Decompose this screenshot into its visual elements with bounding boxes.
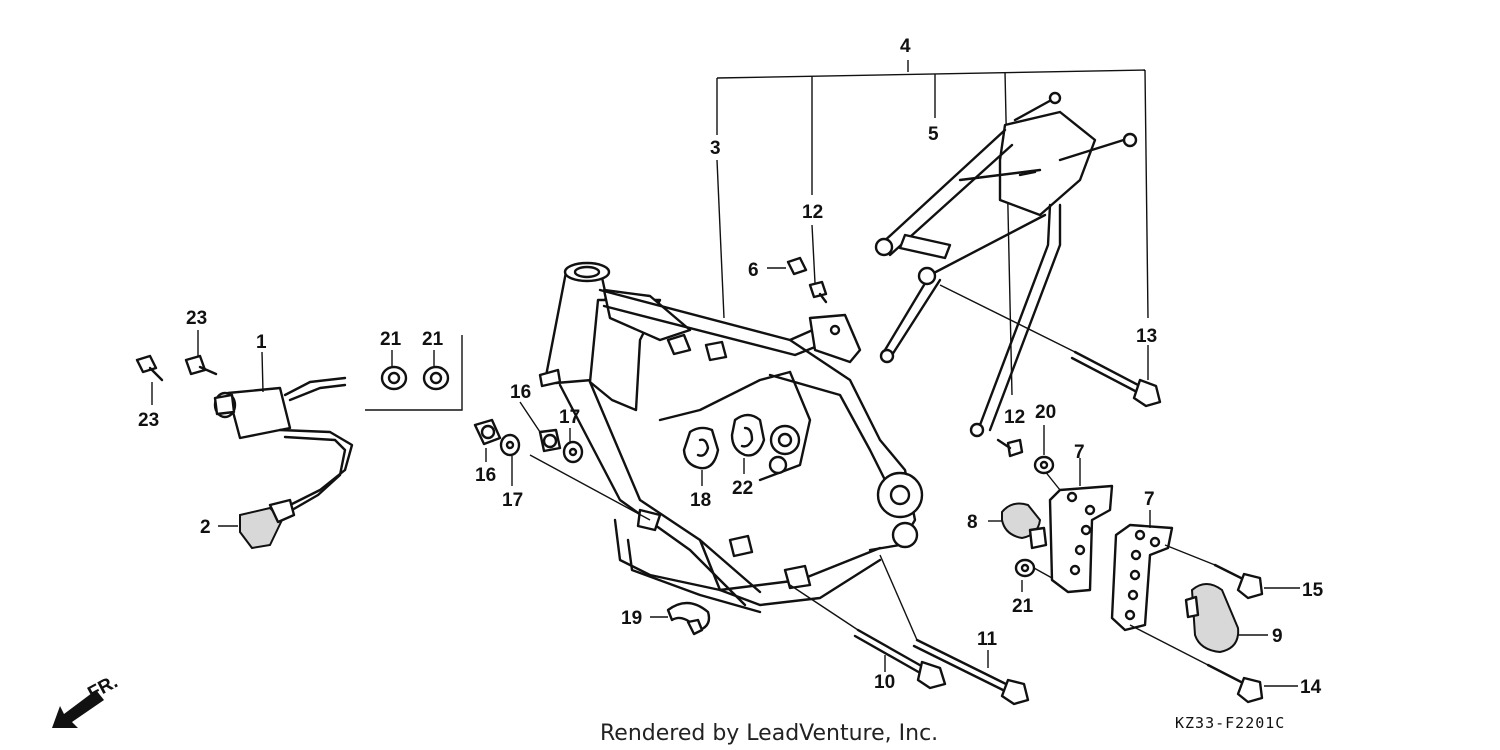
diagram-code: KZ33-F2201C: [1175, 714, 1285, 732]
callout-10: 10: [874, 672, 895, 693]
bolt-14[interactable]: [1129, 624, 1264, 704]
washer-17-left[interactable]: [499, 433, 521, 457]
engine-hanger-7-left[interactable]: [1048, 484, 1114, 594]
callout-numbers: 1 2 3 4 5 6 7 7 8 9 10 11 12 12 13 14 15…: [138, 36, 1324, 698]
nut-6[interactable]: [786, 256, 808, 276]
bolt-13[interactable]: [939, 284, 1162, 408]
callout-8: 8: [967, 512, 978, 533]
bolt-23-right[interactable]: [184, 354, 218, 376]
callout-12-top: 12: [802, 202, 823, 223]
callout-4: 4: [900, 36, 911, 57]
bolt-12-top[interactable]: [808, 280, 828, 304]
callout-7-left: 7: [1074, 442, 1085, 463]
callout-17-left: 17: [502, 490, 523, 511]
bolt-10[interactable]: [853, 628, 947, 690]
ignition-coil[interactable]: [213, 376, 354, 512]
bracket-9[interactable]: [1184, 583, 1240, 654]
leader-lines: [151, 267, 1300, 687]
nut-21-hanger[interactable]: [1014, 558, 1053, 579]
nut-20[interactable]: [1033, 455, 1055, 475]
credit-text: Rendered by LeadVenture, Inc.: [600, 721, 938, 746]
grommet-box: [365, 335, 463, 411]
callout-11: 11: [977, 629, 998, 650]
callout-19: 19: [621, 608, 642, 629]
cable-clamp-18[interactable]: [682, 426, 720, 470]
callout-7-right: 7: [1144, 489, 1155, 510]
washer-17-right[interactable]: [562, 440, 584, 464]
callout-16-left: 16: [475, 465, 496, 486]
engine-mount-8[interactable]: [1001, 502, 1048, 550]
callout-21-box-left: 21: [380, 329, 402, 350]
callout-9: 9: [1272, 626, 1283, 647]
front-direction-arrow: FR.: [52, 672, 121, 728]
callout-12-bottom: 12: [1004, 407, 1025, 428]
callout-22: 22: [732, 478, 753, 499]
callout-14: 14: [1300, 677, 1322, 698]
callout-17-right: 17: [559, 407, 580, 428]
bolt-11[interactable]: [912, 638, 1030, 706]
grommet-21-a[interactable]: [380, 365, 408, 391]
bolt-12-bottom[interactable]: [996, 438, 1024, 458]
callout-21-hanger: 21: [1012, 596, 1034, 617]
clamp-band-19[interactable]: [666, 601, 711, 636]
rubber-mount-16-right[interactable]: [538, 428, 562, 453]
callout-20: 20: [1035, 402, 1056, 423]
callout-23-bottom: 23: [138, 410, 159, 431]
group-bracket: [716, 60, 1149, 396]
callout-1: 1: [256, 332, 267, 353]
grommet-21-b[interactable]: [422, 365, 450, 391]
rubber-mount-16-left[interactable]: [473, 418, 502, 446]
rear-sub-frame[interactable]: [874, 91, 1138, 438]
callout-18: 18: [690, 490, 711, 511]
engine-hanger-7-right[interactable]: [1110, 523, 1174, 632]
cable-clamp-22[interactable]: [730, 413, 766, 457]
bolt-15[interactable]: [1164, 544, 1264, 600]
main-frame[interactable]: [538, 261, 924, 614]
callout-2: 2: [200, 517, 211, 538]
callout-3: 3: [710, 138, 721, 159]
spark-plug-cap[interactable]: [239, 498, 296, 550]
callout-5: 5: [928, 124, 939, 145]
callout-6: 6: [748, 260, 759, 281]
callout-16-right: 16: [510, 382, 531, 403]
callout-15: 15: [1302, 580, 1324, 601]
callout-21-box-right: 21: [422, 329, 444, 350]
callout-23-top: 23: [186, 308, 207, 329]
bolt-23-left[interactable]: [135, 354, 164, 382]
callout-13: 13: [1136, 326, 1157, 347]
